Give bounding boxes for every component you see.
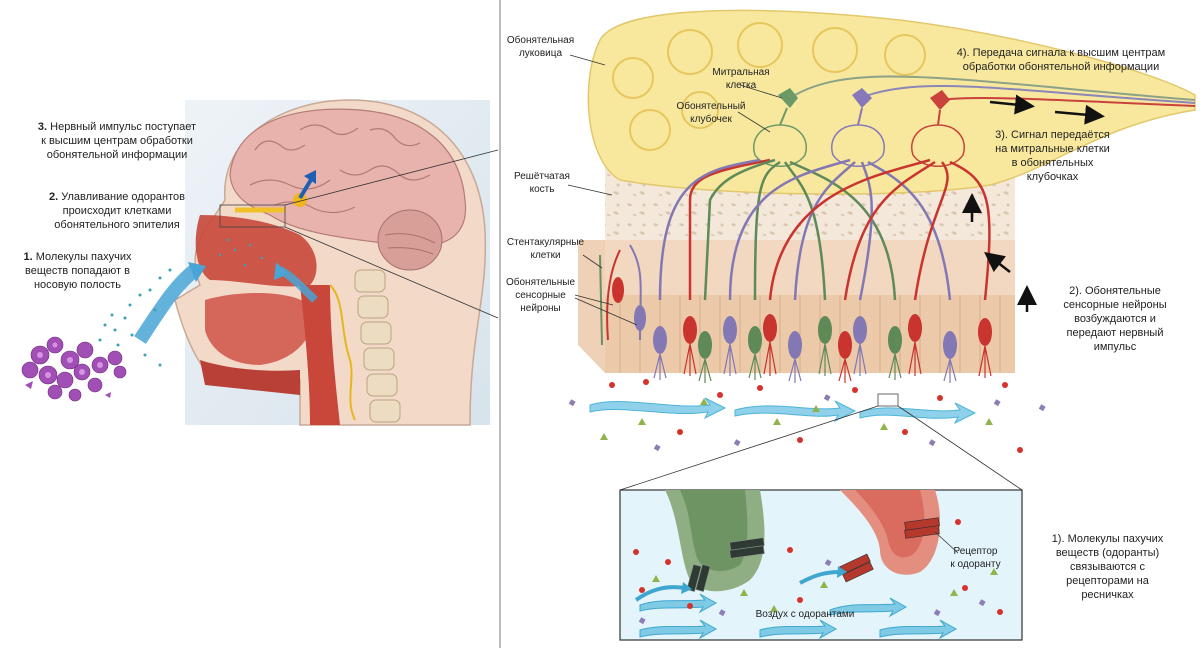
neuron-axons [658, 158, 991, 301]
label-step3: 3). Сигнал передаётся на митральные клет… [995, 129, 1110, 183]
olfactory-bulb [587, 9, 1196, 195]
cilia [653, 341, 992, 383]
label-glomerulus: Обонятельный клубочек [676, 101, 746, 125]
inset-line-right [897, 405, 1023, 491]
label-olfactory-bulb: Обонятельная луковица [506, 35, 575, 59]
air-flow-arrows [589, 397, 977, 425]
brain-folds [249, 124, 431, 214]
sustentacular-layer [605, 240, 1015, 295]
label-cribriform-bone: Решётчатая кость [514, 171, 570, 195]
left-step3-label: 3. Нервный импульс поступает к высшим це… [37, 121, 197, 161]
label-step4: 4). Передача сигнала к высшим центрам об… [956, 47, 1166, 73]
receptor-inset [619, 489, 1023, 641]
signal-arrows [962, 94, 1105, 312]
odorant-particles-left [98, 238, 264, 367]
sensory-neuron-bodies [612, 277, 992, 359]
glomeruli [753, 124, 965, 167]
lilac-flowers [21, 336, 127, 402]
mitral-cells [778, 88, 950, 126]
label-air: Воздух с одорантами [755, 609, 855, 620]
zoom-line-top [284, 149, 499, 206]
left-step1-label: 1. Молекулы пахучих веществ попадают в н… [23, 251, 132, 291]
cilia-zoom-box [877, 393, 899, 407]
odorant-molecules-right [568, 379, 1046, 453]
label-step1: 1). Молекулы пахучих веществ (одоранты) … [1051, 533, 1164, 601]
label-sustentacular-cells: Стентакулярные клетки [506, 237, 585, 261]
inset-line-left [619, 405, 879, 491]
zoom-line-bottom [284, 226, 499, 319]
label-receptor: Рецептор к одоранту [950, 546, 1001, 570]
leader-lines [567, 54, 959, 554]
sustentacular-cells [599, 244, 642, 346]
head-illustration [134, 99, 490, 426]
label-mitral-cell: Митральная клетка [712, 67, 770, 91]
label-sensory-neurons: Обонятельные сенсорные нейроны [505, 277, 576, 314]
bulb-circles [612, 22, 926, 151]
label-step2: 2). Обонятельные сенсорные нейроны возбу… [1063, 285, 1167, 353]
left-step2-label: 2. Улавливание одорантов происходит клет… [48, 191, 185, 231]
